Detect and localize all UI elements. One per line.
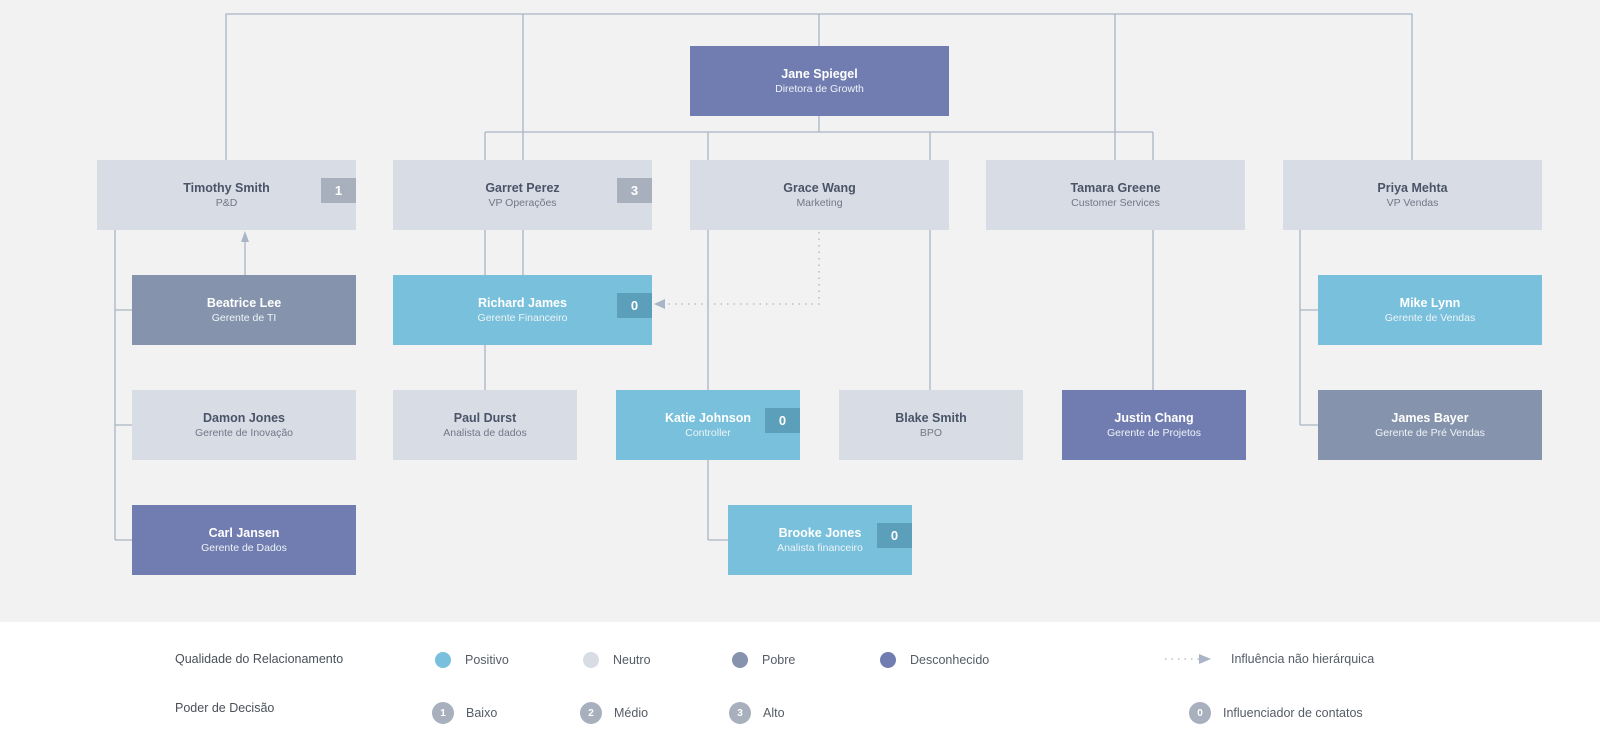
node-name: Blake Smith — [895, 411, 967, 425]
node-timothy-smith[interactable]: Timothy Smith P&D 1 — [97, 160, 356, 230]
legend-neutral: Neutro — [583, 652, 651, 668]
node-katie-johnson[interactable]: Katie Johnson Controller 0 — [616, 390, 800, 460]
neutral-dot-icon — [583, 652, 599, 668]
legend-low-label: Baixo — [466, 706, 498, 720]
influencer-0-icon: 0 — [1189, 702, 1211, 724]
node-justin-chang[interactable]: Justin Chang Gerente de Projetos — [1062, 390, 1246, 460]
unknown-dot-icon — [880, 652, 896, 668]
node-name: Beatrice Lee — [206, 296, 282, 310]
legend-positive: Positivo — [435, 652, 509, 668]
node-james-bayer[interactable]: James Bayer Gerente de Pré Vendas — [1318, 390, 1542, 460]
org-chart: Jane Spiegel Diretora de Growth Timothy … — [0, 0, 1600, 622]
node-role: Analista financeiro — [777, 542, 863, 554]
legend-high: 3 Alto — [729, 702, 785, 724]
node-role: Gerente de Dados — [201, 542, 287, 554]
node-role: Controller — [685, 427, 731, 439]
node-name: Garret Perez — [485, 181, 560, 195]
node-name: Grace Wang — [783, 181, 856, 195]
node-role: Customer Services — [1071, 197, 1160, 209]
node-richard-james[interactable]: Richard James Gerente Financeiro 0 — [393, 275, 652, 345]
legend-unknown-label: Desconhecido — [910, 653, 990, 667]
legend-poor: Pobre — [732, 652, 795, 668]
node-garret-perez[interactable]: Garret Perez VP Operações 3 — [393, 160, 652, 230]
node-grace-wang[interactable]: Grace Wang Marketing — [690, 160, 949, 230]
node-name: Tamara Greene — [1070, 181, 1161, 195]
node-name: Paul Durst — [453, 411, 517, 425]
connector-lines — [114, 13, 1413, 541]
influencer-count-badge: 0 — [877, 523, 912, 548]
node-role: Gerente Financeiro — [477, 312, 568, 324]
node-name: Jane Spiegel — [781, 67, 858, 81]
dotted-arrow-icon — [1165, 654, 1211, 664]
node-priya-mehta[interactable]: Priya Mehta VP Vendas — [1283, 160, 1542, 230]
node-name: Justin Chang — [1114, 411, 1194, 425]
node-role: BPO — [919, 427, 943, 439]
node-role: Gerente de TI — [211, 312, 277, 324]
node-role: Gerente de Pré Vendas — [1375, 427, 1485, 439]
legend-decision-title: Poder de Decisão — [175, 701, 275, 715]
node-role: Gerente de Inovação — [194, 427, 294, 439]
node-role: Diretora de Growth — [775, 83, 864, 95]
legend-influencer: 0 Influenciador de contatos — [1189, 702, 1363, 724]
node-role: Analista de dados — [443, 427, 527, 439]
node-name: Katie Johnson — [664, 411, 752, 425]
decision-1-icon: 1 — [432, 702, 454, 724]
node-tamara-greene[interactable]: Tamara Greene Customer Services — [986, 160, 1245, 230]
positive-dot-icon — [435, 652, 451, 668]
node-carl-jansen[interactable]: Carl Jansen Gerente de Dados — [132, 505, 356, 575]
node-blake-smith[interactable]: Blake Smith BPO — [839, 390, 1023, 460]
node-name: James Bayer — [1391, 411, 1469, 425]
node-role: Marketing — [796, 197, 843, 209]
node-paul-durst[interactable]: Paul Durst Analista de dados — [393, 390, 577, 460]
node-name: Carl Jansen — [208, 526, 280, 540]
node-jane-spiegel[interactable]: Jane Spiegel Diretora de Growth — [690, 46, 949, 116]
node-name: Richard James — [478, 296, 567, 310]
legend: Qualidade do Relacionamento Positivo Neu… — [0, 622, 1600, 754]
node-name: Priya Mehta — [1377, 181, 1448, 195]
node-role: Gerente de Projetos — [1107, 427, 1201, 439]
poor-dot-icon — [732, 652, 748, 668]
node-name: Mike Lynn — [1399, 296, 1461, 310]
legend-medium: 2 Médio — [580, 702, 648, 724]
decision-power-badge: 1 — [321, 178, 356, 203]
node-beatrice-lee[interactable]: Beatrice Lee Gerente de TI — [132, 275, 356, 345]
arrow-head-beatrice — [241, 231, 249, 242]
legend-non-hierarchical-label: Influência não hierárquica — [1231, 652, 1375, 666]
legend-medium-label: Médio — [614, 706, 649, 720]
node-role: P&D — [215, 197, 238, 209]
legend-neutral-label: Neutro — [613, 653, 651, 667]
node-name: Brooke Jones — [778, 526, 862, 540]
legend-poor-label: Pobre — [762, 653, 796, 667]
influence-grace-to-richard — [666, 232, 820, 305]
decision-2-icon: 2 — [580, 702, 602, 724]
legend-high-label: Alto — [763, 706, 785, 720]
legend-non-hierarchical: Influência não hierárquica — [1163, 652, 1374, 666]
node-role: Gerente de Vendas — [1384, 312, 1476, 324]
legend-influencer-label: Influenciador de contatos — [1223, 706, 1363, 720]
decision-3-icon: 3 — [729, 702, 751, 724]
legend-low: 1 Baixo — [432, 702, 497, 724]
legend-relationship-title: Qualidade do Relacionamento — [175, 652, 344, 666]
node-brooke-jones[interactable]: Brooke Jones Analista financeiro 0 — [728, 505, 912, 575]
legend-unknown: Desconhecido — [880, 652, 989, 668]
node-role: VP Vendas — [1386, 197, 1439, 209]
influencer-count-badge: 0 — [617, 293, 652, 318]
node-mike-lynn[interactable]: Mike Lynn Gerente de Vendas — [1318, 275, 1542, 345]
node-damon-jones[interactable]: Damon Jones Gerente de Inovação — [132, 390, 356, 460]
arrow-head-influence — [654, 299, 665, 309]
node-name: Timothy Smith — [183, 181, 270, 195]
node-role: VP Operações — [488, 197, 557, 209]
legend-positive-label: Positivo — [465, 653, 509, 667]
influencer-count-badge: 0 — [765, 408, 800, 433]
node-name: Damon Jones — [203, 411, 285, 425]
decision-power-badge: 3 — [617, 178, 652, 203]
